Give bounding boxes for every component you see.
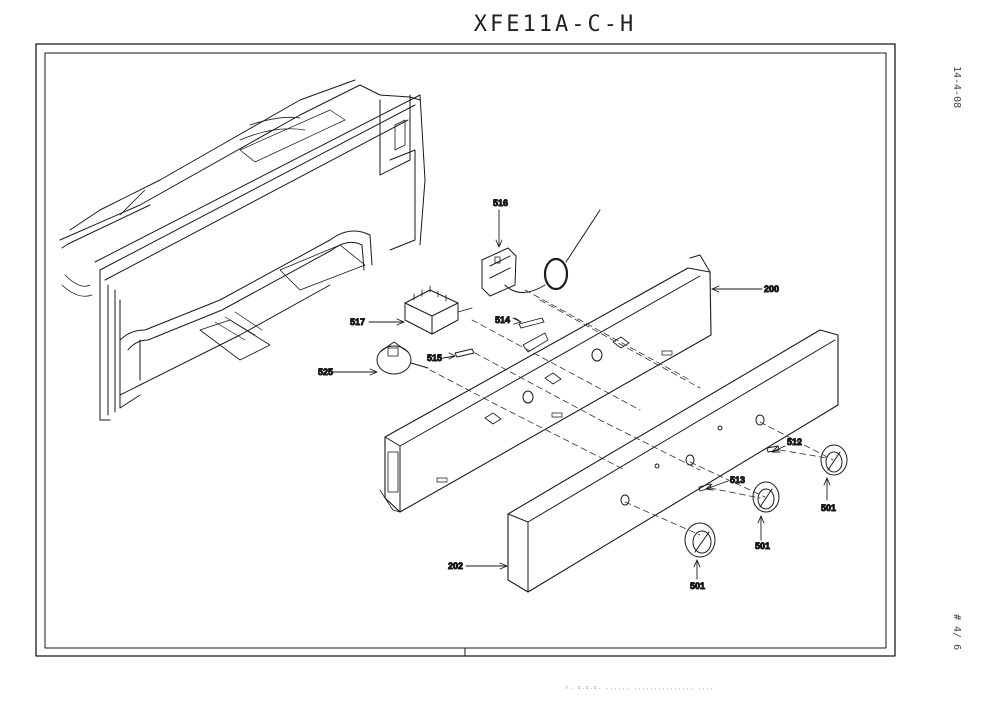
model-code-title: XFE11A-C-H [473,12,637,37]
spindles [454,317,780,492]
label-202: 202 [448,561,463,571]
label-501-middle: 501 [755,541,770,551]
leader-lines [332,209,831,580]
label-514: 514 [495,315,510,325]
oven-cavity [59,79,426,421]
assembly-dashes [429,289,834,536]
knob-501-middle [752,481,780,513]
label-517: 517 [350,317,365,327]
timer-525 [376,341,429,375]
page-stamp: # 4/ 6 [951,614,962,651]
label-501-left: 501 [690,581,705,591]
front-fascia-202 [507,329,839,593]
label-512: 512 [787,437,802,447]
thermostat-516 [481,209,601,297]
label-516: 516 [493,198,508,208]
label-515: 515 [427,353,442,363]
label-525: 525 [318,367,333,377]
selector-switch-517 [404,285,473,335]
date-stamp: 14-4-08 [951,66,962,109]
label-513: 513 [730,475,745,485]
label-200: 200 [764,284,779,294]
knob-501-left [684,522,716,558]
label-501-right: 501 [821,503,836,513]
knob-501-right [820,444,848,476]
control-panel-support-200 [379,254,712,513]
drawing-frame [35,43,896,657]
scan-footer-text: r. c.c.c. ...... ............... .... [565,685,715,691]
